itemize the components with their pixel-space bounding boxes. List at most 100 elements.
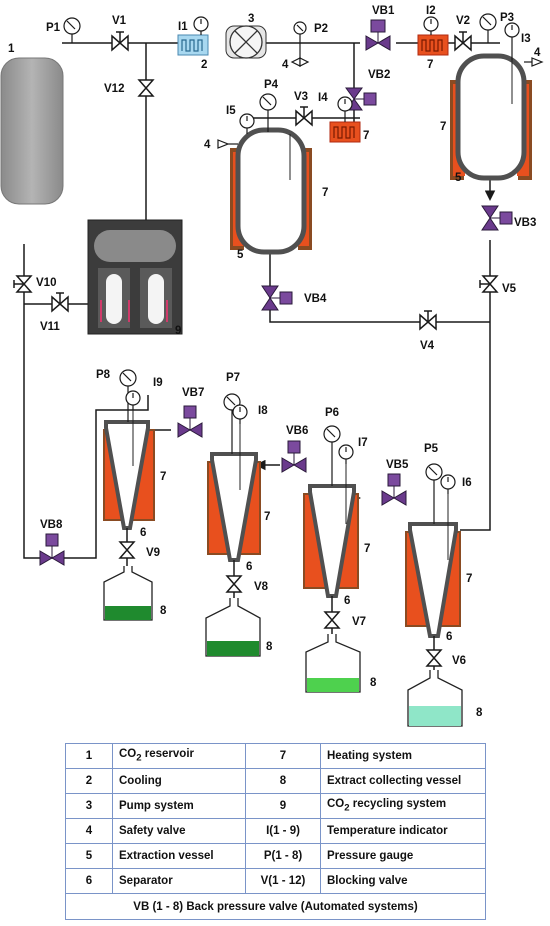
legend-num: 3	[65, 793, 113, 819]
label-P1: P1	[46, 22, 61, 34]
legend-num: 2	[65, 768, 113, 794]
recycling-label: 9	[175, 325, 181, 337]
legend-desc: Extraction vessel	[112, 843, 246, 869]
label-I7: I7	[358, 437, 368, 449]
thermo-I6	[440, 474, 456, 494]
label-I1: I1	[178, 21, 188, 33]
heater-mid: 7	[329, 121, 369, 143]
separator-4: 6 7	[405, 494, 472, 643]
label-P6: P6	[325, 407, 339, 419]
legend-num: 7	[245, 743, 321, 769]
label-P2: P2	[314, 23, 328, 35]
valve-VB6	[281, 440, 307, 473]
label-V8: V8	[254, 581, 269, 593]
legend-row: 5 Extraction vessel P(1 - 8) Pressure ga…	[65, 843, 486, 869]
valve-V3	[295, 106, 313, 127]
heater-mid-label: 7	[363, 130, 369, 142]
label-V9: V9	[146, 547, 160, 559]
co2-reservoir: 1	[0, 43, 64, 205]
separator-2: 6 7	[207, 424, 270, 573]
legend-num: I(1 - 9)	[245, 818, 321, 844]
collecting-vessel-4: 8	[407, 670, 483, 727]
legend-num: 5	[65, 843, 113, 869]
label-VB3: VB3	[514, 217, 536, 229]
label-V4: V4	[420, 340, 435, 352]
valve-V2	[454, 31, 472, 52]
label-V5: V5	[502, 283, 517, 295]
legend-desc: Temperature indicator	[320, 818, 486, 844]
legend-desc: Separator	[112, 868, 246, 894]
legend-row: 6 Separator V(1 - 12) Blocking valve	[65, 868, 486, 894]
thermo-I5	[239, 113, 255, 134]
legend-num: 6	[65, 868, 113, 894]
label-V7: V7	[352, 616, 366, 628]
label-I2: I2	[426, 5, 436, 17]
valve-V6	[425, 636, 443, 670]
gauge-P6	[323, 425, 341, 486]
valve-VB4	[261, 285, 293, 311]
label-P7: P7	[226, 372, 240, 384]
label-V10: V10	[36, 277, 56, 289]
legend-desc: Pressure gauge	[320, 843, 486, 869]
extraction-vessel-right: 5 7	[440, 53, 532, 184]
legend-row: 1 CO2 reservoir 7 Heating system	[65, 743, 486, 769]
label-VB5: VB5	[386, 459, 409, 471]
heater-vessel-left-label: 7	[322, 187, 328, 199]
sep2-label: 6	[246, 561, 252, 573]
safety-valves	[217, 46, 544, 149]
coll3-label: 8	[370, 677, 377, 689]
legend-desc: Extract collecting vessel	[320, 768, 486, 794]
valve-V8	[225, 560, 243, 598]
temperature-indicators	[125, 16, 520, 494]
legend-num: 4	[65, 818, 113, 844]
gauge-P5	[425, 463, 443, 524]
label-V1: V1	[112, 15, 127, 27]
valve-V12	[137, 79, 155, 97]
sep3-label: 6	[344, 595, 350, 607]
collecting-vessel-2: 8	[205, 598, 273, 657]
legend-desc: CO2 recycling system	[320, 793, 486, 819]
thermo-I3	[504, 22, 520, 60]
label-VB1: VB1	[372, 5, 395, 17]
heater-top-right-label: 7	[427, 59, 433, 71]
label-V11: V11	[40, 321, 60, 333]
valve-V10	[13, 275, 33, 293]
valve-V5	[479, 275, 499, 293]
coll1-label: 8	[160, 605, 167, 617]
valve-VB5	[381, 473, 407, 506]
legend-num: 8	[245, 768, 321, 794]
legend-row: 2 Cooling 8 Extract collecting vessel	[65, 768, 486, 794]
label-V6: V6	[452, 655, 466, 667]
heater-sep4-label: 7	[466, 573, 472, 585]
valve-VB3	[481, 205, 513, 231]
safety-valve-left	[217, 139, 238, 149]
valve-V7	[323, 596, 341, 634]
gauge-P2	[293, 21, 307, 46]
legend-footer: VB (1 - 8) Back pressure valve (Automate…	[65, 893, 486, 920]
legend-desc: Blocking valve	[320, 868, 486, 894]
legend-row: 4 Safety valve I(1 - 9) Temperature indi…	[65, 818, 486, 844]
valve-V11	[51, 292, 69, 313]
cooling-label: 2	[201, 59, 207, 71]
sep1-label: 6	[140, 527, 146, 539]
legend-desc: Heating system	[320, 743, 486, 769]
label-P8: P8	[96, 369, 111, 381]
pump-system: 3	[225, 13, 267, 59]
vessel-right-label: 5	[455, 172, 462, 184]
label-VB8: VB8	[40, 519, 63, 531]
legend-desc: Cooling	[112, 768, 246, 794]
label-V12: V12	[104, 83, 124, 95]
safety-valve-top	[290, 46, 310, 67]
thermo-I9	[125, 390, 141, 410]
process-flow-diagram: 1 2 3 7 7	[0, 5, 544, 727]
label-V3: V3	[294, 91, 308, 103]
extraction-vessel-left: 5 7	[230, 127, 328, 261]
thermo-I7	[338, 444, 354, 464]
legend-row: 3 Pump system 9 CO2 recycling system	[65, 793, 486, 819]
legend-num: 9	[245, 793, 321, 819]
label-VB2: VB2	[368, 69, 390, 81]
legend-desc: CO2 reservoir	[112, 743, 246, 769]
heater-top-right: 7	[417, 34, 449, 71]
valve-V1	[111, 31, 129, 52]
valve-VB8	[39, 533, 65, 566]
